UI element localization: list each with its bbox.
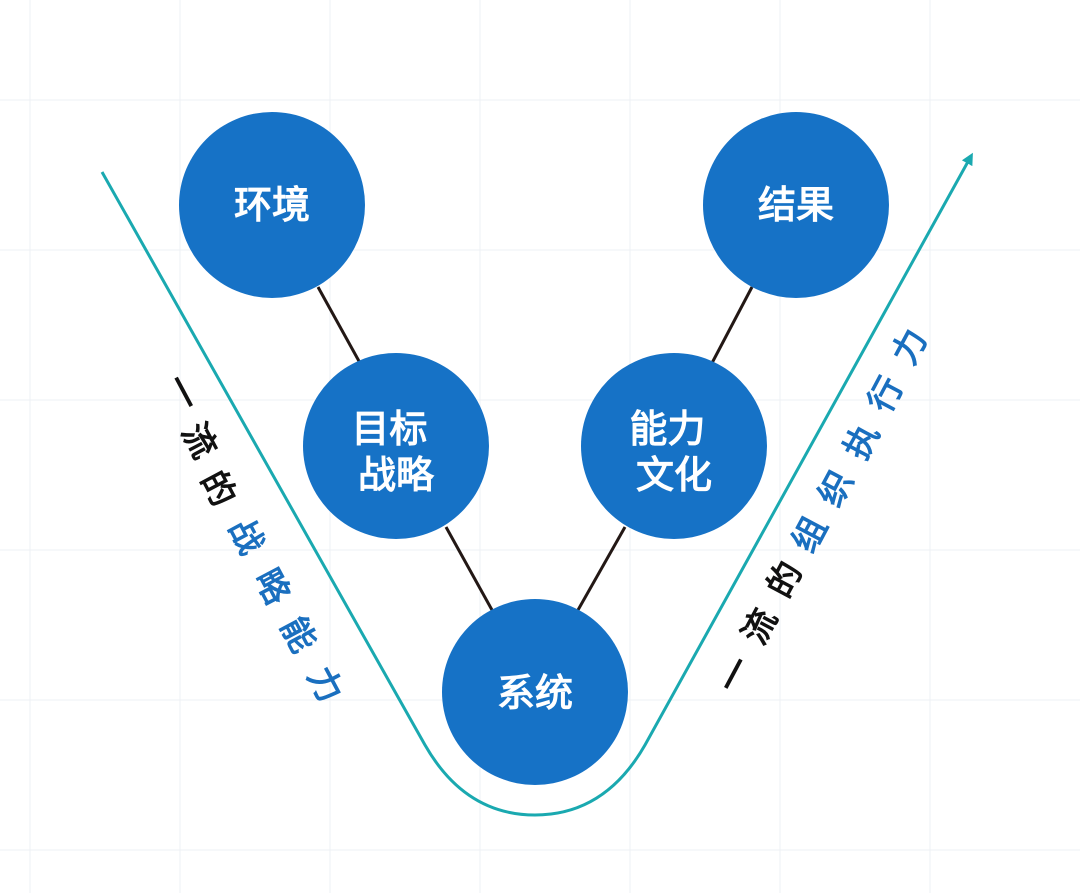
- node-goal-strategy-circle: [303, 353, 489, 539]
- node-ability-culture: 能力 文化: [581, 353, 767, 539]
- connector-system-ability: [576, 526, 627, 611]
- right-caption-char: 力: [885, 322, 936, 371]
- node-goal-strategy-label: 目标 战略: [351, 407, 440, 497]
- left-caption-char: 流: [173, 416, 224, 465]
- right-caption-char: 织: [811, 464, 862, 513]
- right-caption-char: 的: [760, 555, 811, 604]
- right-caption: 一 流 的 组 织 执 行 力: [710, 322, 936, 699]
- right-caption-char: 执: [837, 417, 888, 466]
- connector-environment-goal: [316, 286, 362, 364]
- node-result: 结果: [703, 112, 889, 298]
- right-caption-char: 一: [710, 650, 761, 699]
- node-ability-culture-circle: [581, 353, 767, 539]
- right-caption-char: 组: [785, 510, 836, 559]
- connectors: [316, 286, 754, 611]
- node-ability-culture-label: 能力 文化: [629, 407, 718, 497]
- left-caption-char: 战: [220, 512, 271, 561]
- left-caption-char: 略: [246, 562, 298, 612]
- node-result-label: 结果: [758, 183, 834, 227]
- node-goal-strategy: 目标 战略: [303, 353, 489, 539]
- left-caption-char: 力: [299, 660, 350, 709]
- right-caption-char: 行: [861, 370, 912, 419]
- v-curve-arrow: [100, 152, 973, 817]
- node-system: 系统: [442, 599, 628, 785]
- connector-ability-result: [710, 286, 754, 364]
- node-environment: 环境: [179, 112, 365, 298]
- right-caption-char: 流: [735, 602, 786, 651]
- left-caption-char: 一: [156, 368, 207, 417]
- connector-goal-system: [444, 526, 494, 611]
- node-result-circle: [703, 112, 889, 298]
- node-environment-label: 环境: [234, 183, 310, 227]
- node-environment-circle: [179, 112, 365, 298]
- left-caption-char: 能: [272, 610, 323, 659]
- node-system-circle: [442, 599, 628, 785]
- left-caption-char: 的: [192, 464, 243, 513]
- node-system-label: 系统: [497, 671, 573, 715]
